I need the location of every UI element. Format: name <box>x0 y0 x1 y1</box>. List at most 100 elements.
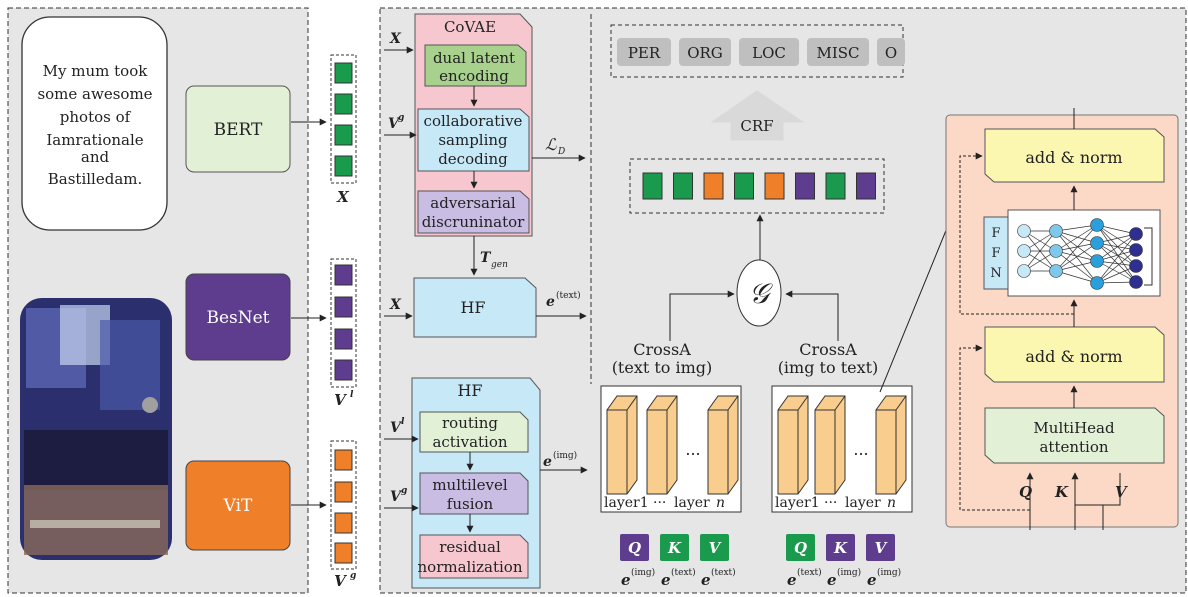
ffn-neuron <box>1017 224 1031 238</box>
residual-connection-bottom <box>959 344 1030 511</box>
vg-sup: g <box>350 571 356 581</box>
crossa-text-ellipsis: ... <box>685 440 700 459</box>
ffn-edge <box>1096 260 1137 283</box>
crossa-img-to-gate-arrow <box>785 290 839 341</box>
ffn-letter: N <box>990 266 1001 281</box>
vit-feature-vector <box>330 440 357 570</box>
hf-img-vl-label: V <box>390 420 403 436</box>
vl-sup: l <box>350 390 354 400</box>
crossa-img-layern: layer <box>845 495 881 511</box>
multilevel-line: multilevel <box>432 476 508 494</box>
ffn-neuron <box>1017 244 1031 258</box>
ffn-edge <box>1096 224 1137 267</box>
mha-line: attention <box>1039 438 1108 456</box>
e-img-sup: (img) <box>553 450 577 461</box>
ffn-bracket <box>1144 227 1153 286</box>
label-chip-text: PER <box>628 44 661 62</box>
covae-x-label: X <box>389 31 402 47</box>
ffn-edge <box>1055 250 1098 262</box>
vit-label: ViT <box>223 496 253 516</box>
label-chip <box>807 38 869 66</box>
adversarial-line: discruninator <box>422 213 525 231</box>
qkv-letter: K <box>833 539 848 557</box>
label-chip-text: LOC <box>752 44 786 62</box>
ffn-neuron <box>1090 236 1104 250</box>
covae-title: CoVAE <box>444 18 496 36</box>
ffn-neuron <box>1049 244 1063 258</box>
ffn-edge <box>1096 249 1137 284</box>
qkv-letter: V <box>709 539 722 557</box>
qkv-letter: Q <box>794 539 807 557</box>
qkv-square <box>826 534 855 561</box>
ffn-neuron <box>1090 254 1104 268</box>
ffn-letter: F <box>991 246 1000 261</box>
qkv-left: Qe(img)Ke(text)Ve(text) <box>620 534 736 589</box>
tgen-sub: gen <box>491 260 508 270</box>
crossa-img-layers <box>777 395 907 495</box>
qkv-sup-label: (text) <box>797 567 822 578</box>
ffn-neuron <box>1049 264 1063 278</box>
crossa-img-n: n <box>887 495 896 511</box>
label-chip <box>739 38 799 66</box>
crossa-text-to-gate-arrow <box>669 290 735 341</box>
token-squares <box>642 172 876 200</box>
ffn-edge <box>1055 250 1098 284</box>
adversarial-discriminator <box>417 190 530 234</box>
ffn-neuron <box>1090 276 1104 290</box>
qkv-sup-label: (text) <box>671 567 696 578</box>
ffn-edge <box>1055 270 1098 284</box>
token-square <box>795 172 815 200</box>
hf-img-vg-sup: g <box>401 486 407 496</box>
token-square <box>642 172 663 200</box>
multihead-attention <box>984 407 1165 464</box>
mha-line: MultiHead <box>1033 419 1115 437</box>
qkv-square <box>786 534 815 561</box>
crossa-img-subtitle: (img to text) <box>778 358 879 377</box>
e-text-label: e <box>546 294 555 310</box>
label-chip <box>877 38 905 66</box>
input-text-line: some awesome <box>37 85 152 103</box>
label-chip <box>679 38 731 66</box>
crossa-text-layers <box>606 395 739 495</box>
input-text: My mum took some awesome photos of Iamra… <box>37 62 152 188</box>
ffn-edge <box>1023 230 1057 272</box>
vit-encoder <box>185 460 291 551</box>
add-norm-bottom-label: add & norm <box>1025 347 1122 366</box>
ffn-edge <box>1055 242 1098 252</box>
input-text-line: photos of <box>60 108 132 126</box>
token-square <box>856 172 876 200</box>
crossa-text-n: n <box>716 495 725 511</box>
ffn-neuron <box>1129 259 1143 273</box>
resnet-label: BesNet <box>206 308 269 328</box>
add-norm-bottom <box>984 326 1165 383</box>
input-text-line: Bastilledam. <box>48 170 143 188</box>
dual-latent-encoding-line: dual latent <box>433 49 515 67</box>
hf-img-vg-label: V <box>390 489 403 505</box>
loss-label: ℒ <box>545 135 557 154</box>
input-text-line: My mum took <box>43 62 149 80</box>
qkv-letter: K <box>667 539 682 557</box>
v-input-line <box>1102 473 1121 530</box>
dual-latent-encoding <box>424 44 527 87</box>
input-text-bubble <box>21 16 168 231</box>
bert-label: BERT <box>214 120 263 140</box>
input-text-line: Iamrationale <box>46 131 143 149</box>
ffn-edge <box>1096 242 1137 267</box>
residual-line: residual <box>439 538 501 556</box>
qkv-e-label: e <box>661 571 671 589</box>
e-text-sup: (text) <box>556 290 581 301</box>
ffn-neuron <box>1090 218 1104 232</box>
routing-line: routing <box>442 414 498 432</box>
qkv-right: Qe(text)Ke(img)Ve(img) <box>786 534 901 589</box>
crf-label: CRF <box>740 117 773 135</box>
qkv-square <box>660 534 689 561</box>
crossa-text-subtitle: (text to img) <box>612 358 713 377</box>
routing-activation <box>419 411 529 453</box>
ffn-edge <box>1055 230 1098 244</box>
vl-label: V <box>334 391 347 409</box>
v-label: V <box>1115 483 1128 501</box>
label-chip-text: MISC <box>816 44 859 62</box>
input-text-line: and <box>81 148 110 166</box>
